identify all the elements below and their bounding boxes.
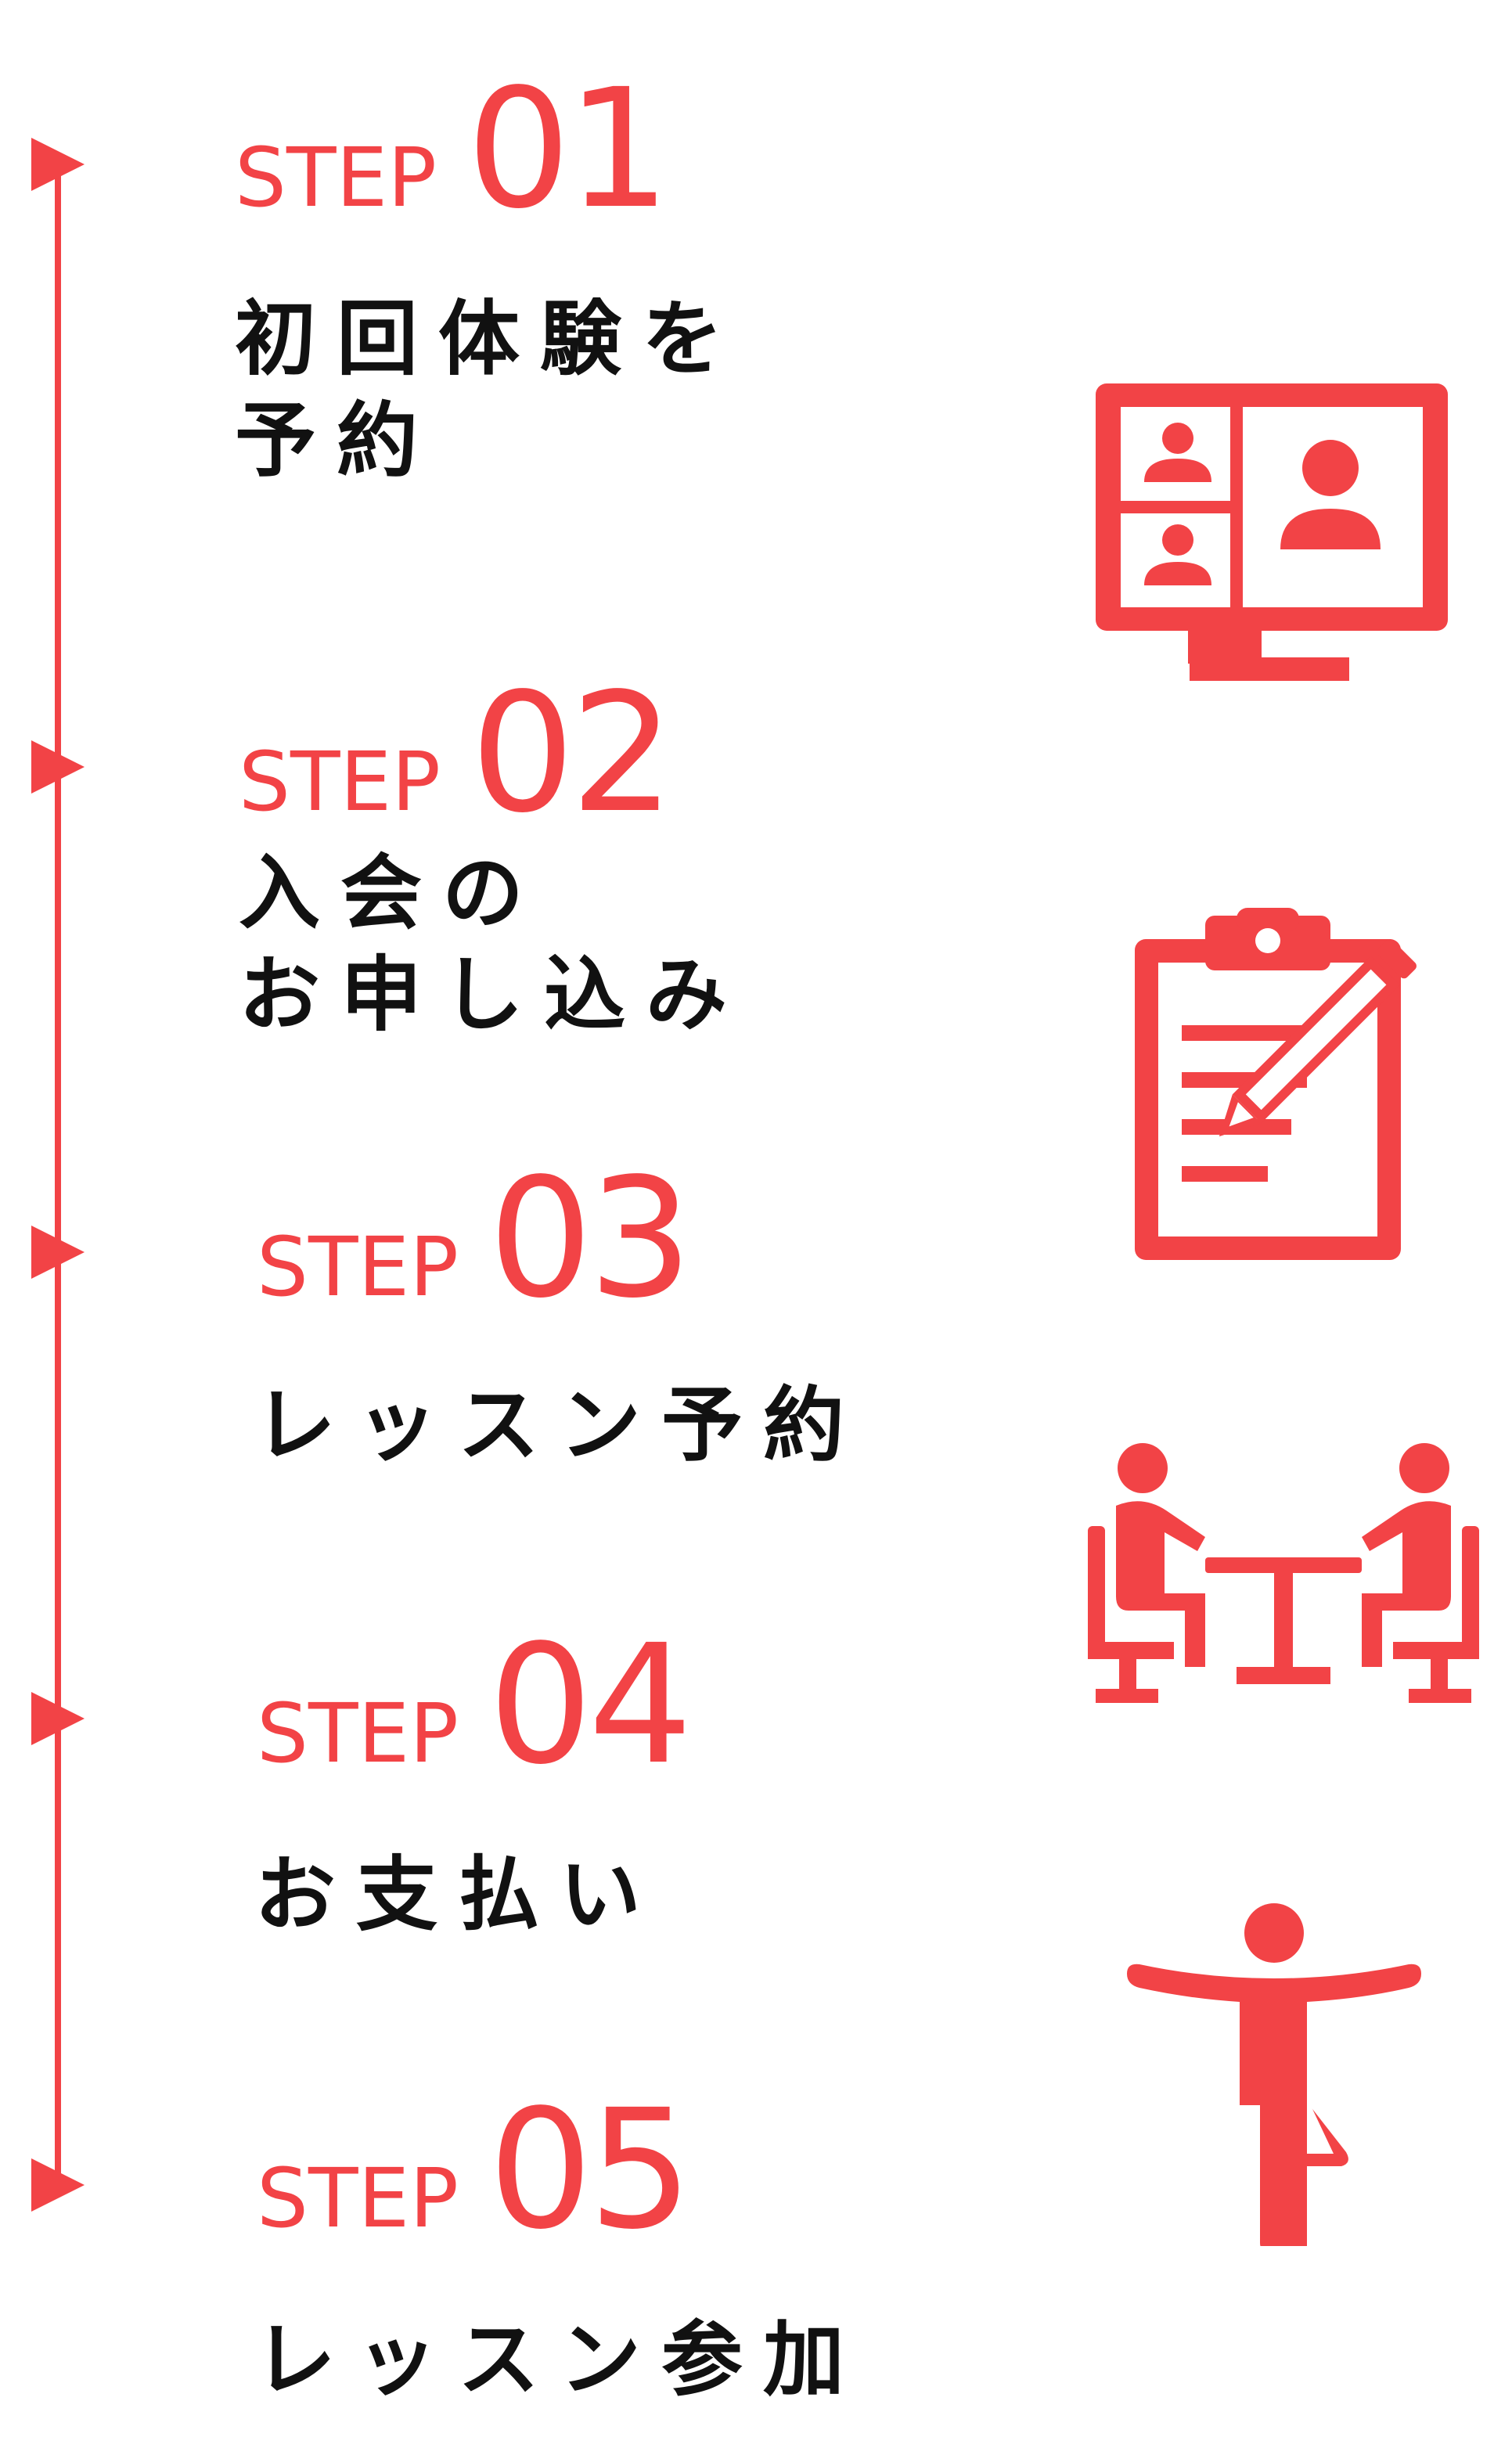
step-label: STEP [257, 2151, 459, 2246]
timeline-marker-4 [31, 1692, 85, 1745]
step-title-1: 初回体験を 予約 [235, 288, 743, 491]
clipboard-pen-icon [1135, 908, 1417, 1260]
timeline-line [55, 157, 61, 2191]
step-label: STEP [257, 1219, 459, 1315]
step-title-2: 入会の お申し込み [239, 842, 747, 1046]
step-title-line: お支払い [254, 1847, 662, 1942]
step-label: STEP [235, 130, 437, 225]
step-label: STEP [257, 1686, 459, 1781]
timeline-marker-5 [31, 2158, 85, 2212]
step-number: 05 [488, 2074, 693, 2266]
step-title-line: 予約 [235, 393, 439, 488]
meeting-table-icon [1088, 1443, 1479, 1703]
step-title-line: レッスン予約 [254, 1377, 866, 1473]
step-title-4: お支払い [254, 1844, 661, 1946]
step-label: STEP [239, 734, 441, 830]
step-title-line: 初回体験を [235, 291, 744, 387]
step-title-line: お申し込み [239, 947, 748, 1042]
step-title-3: レッスン予約 [254, 1374, 865, 1476]
step-title-line: 入会の [239, 845, 545, 941]
step-number: 01 [466, 53, 671, 245]
step-number: 04 [488, 1609, 693, 1801]
yoga-tree-pose-icon [1127, 1903, 1421, 2246]
timeline-marker-3 [31, 1226, 85, 1279]
timeline-marker-1 [31, 138, 85, 191]
step-number: 02 [470, 657, 675, 849]
timeline-marker-2 [31, 740, 85, 794]
step-title-5: レッスン参加 [254, 2309, 865, 2410]
step-number: 03 [488, 1143, 693, 1334]
step-title-line: レッスン参加 [254, 2312, 866, 2407]
video-conference-icon [1096, 383, 1448, 681]
